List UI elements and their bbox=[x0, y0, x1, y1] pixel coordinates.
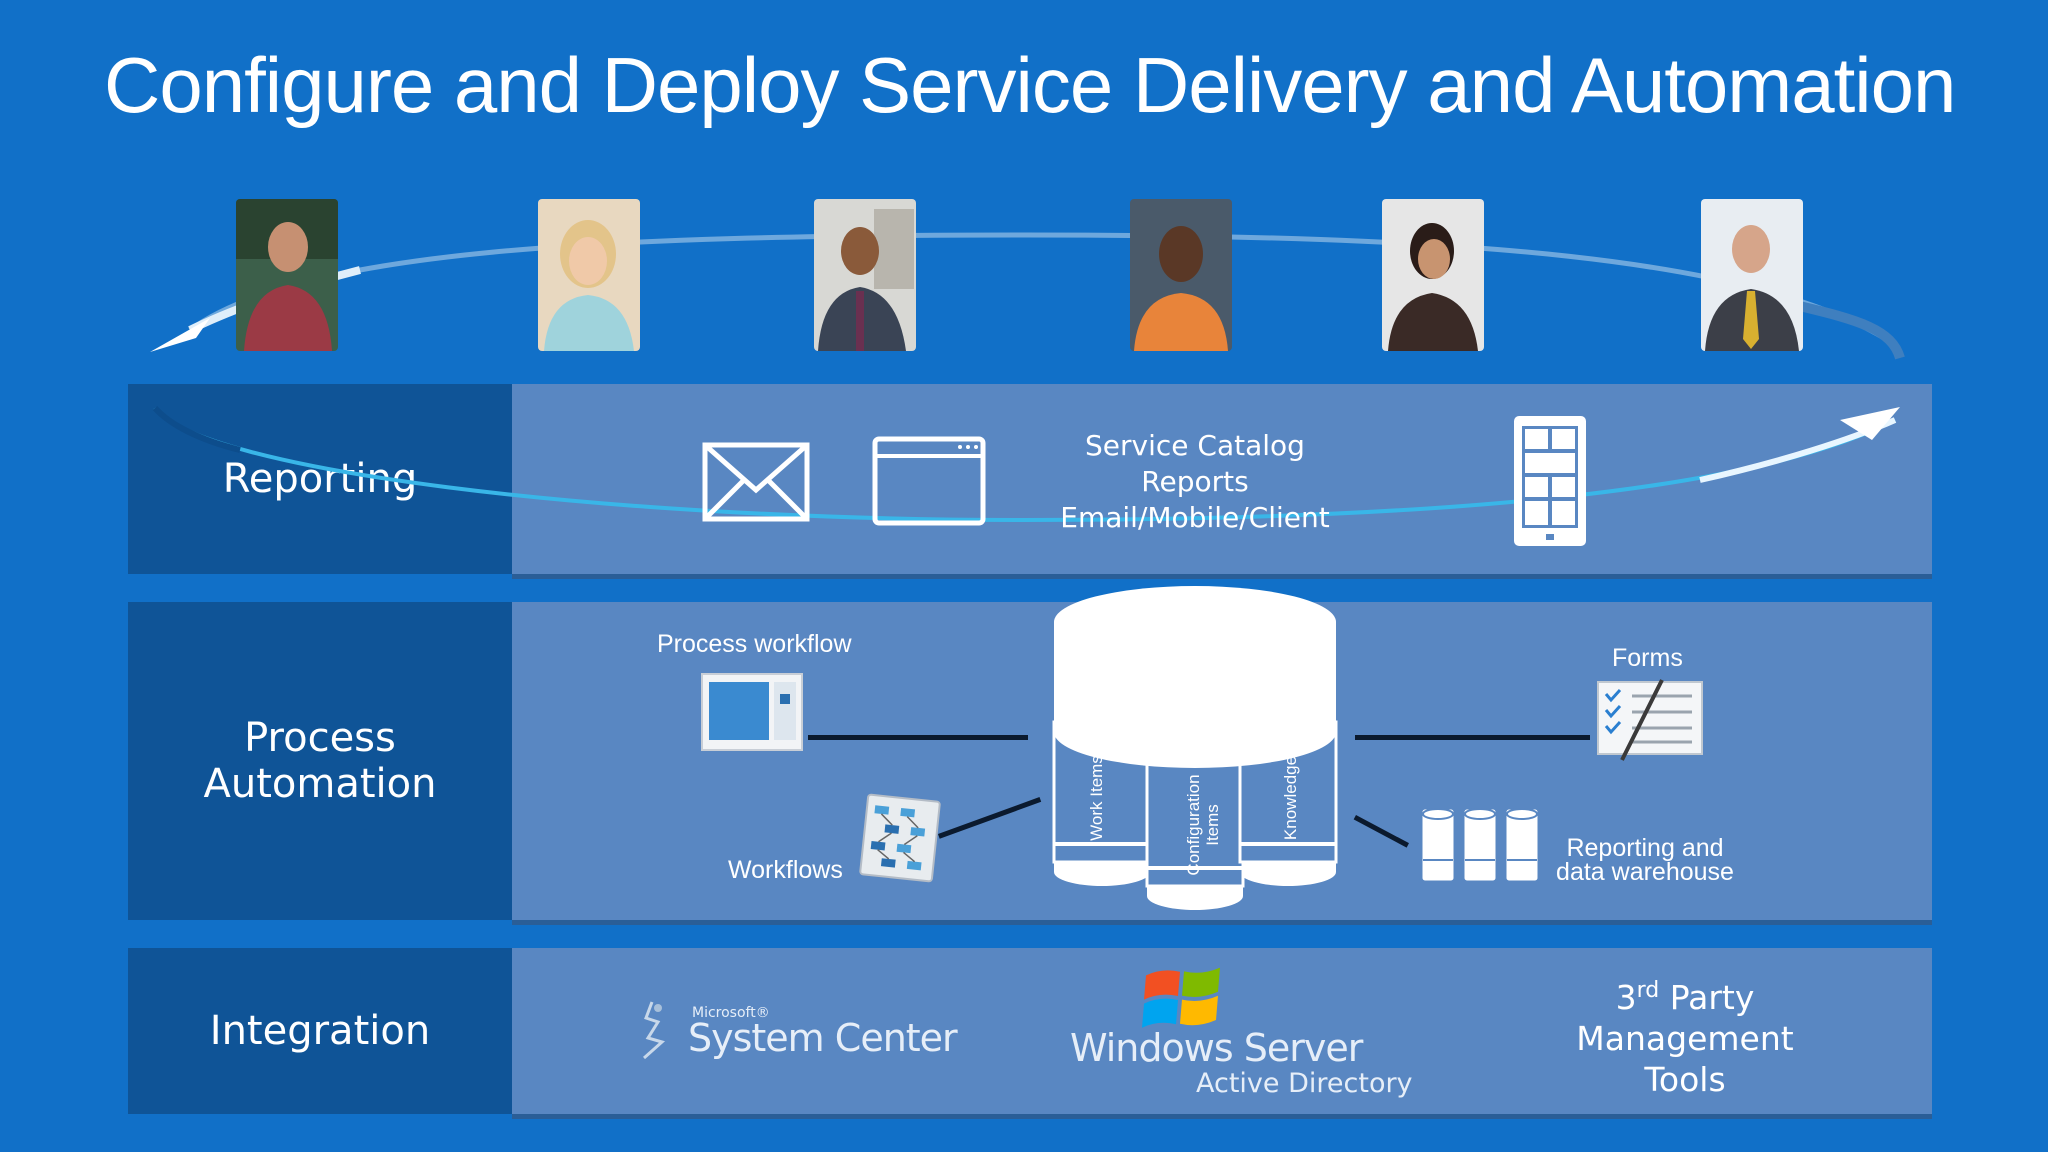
forms-icon bbox=[1597, 679, 1703, 761]
db-label-configuration-items: Configuration Items bbox=[1184, 765, 1222, 885]
row-label-process-text-1: Process bbox=[244, 715, 396, 761]
row-label-process-text-2: Automation bbox=[203, 761, 437, 807]
person-photo-5 bbox=[1382, 199, 1484, 351]
reporting-dw-line-1: Reporting and bbox=[1566, 834, 1724, 862]
row-label-reporting: Reporting bbox=[128, 384, 512, 574]
db-label-work-items: Work Items bbox=[1087, 755, 1106, 841]
third-party-number: 3 bbox=[1615, 978, 1637, 1017]
windows-server-text: Windows Server bbox=[1070, 1026, 1363, 1070]
reporting-dw-line-2: data warehouse bbox=[1556, 858, 1734, 886]
row-label-integration-text: Integration bbox=[209, 1008, 431, 1054]
catalog-line-2: Reports bbox=[1141, 465, 1249, 498]
process-workflow-icon bbox=[701, 673, 803, 751]
third-party-word: Party bbox=[1669, 978, 1755, 1017]
cmdb-database-icon bbox=[1052, 586, 1338, 910]
active-directory-text: Active Directory bbox=[1196, 1068, 1413, 1099]
row-label-integration: Integration bbox=[128, 948, 512, 1114]
data-warehouse-icon bbox=[1419, 806, 1541, 884]
mobile-phone-icon bbox=[1514, 416, 1586, 546]
forms-connector bbox=[1355, 735, 1590, 740]
third-party-sup: rd bbox=[1636, 978, 1660, 1003]
person-photo-2 bbox=[538, 199, 640, 351]
person-photo-3 bbox=[814, 199, 916, 351]
page-title: Configure and Deploy Service Delivery an… bbox=[104, 41, 1956, 129]
workflows-label: Workflows bbox=[728, 856, 843, 884]
arc-arrowhead-left bbox=[150, 318, 210, 352]
db-label-knowledge: Knowledge bbox=[1281, 755, 1300, 841]
person-photo-1 bbox=[236, 199, 338, 351]
service-catalog-text: Service Catalog Reports Email/Mobile/Cli… bbox=[1030, 428, 1360, 536]
process-workflow-connector bbox=[808, 735, 1028, 740]
arc-arrowhead-right bbox=[1840, 407, 1900, 440]
catalog-line-1: Service Catalog bbox=[1085, 429, 1305, 462]
browser-window-icon bbox=[872, 436, 986, 526]
person-photo-6 bbox=[1701, 199, 1803, 351]
integration-band bbox=[512, 948, 1932, 1114]
workflows-icon bbox=[859, 793, 941, 883]
third-party-tools-text: 3rd Party Management Tools bbox=[1560, 970, 1810, 1100]
process-workflow-label: Process workflow bbox=[657, 630, 852, 658]
windows-flag-logo-icon bbox=[1142, 967, 1220, 1028]
envelope-icon bbox=[702, 442, 810, 522]
row-label-process-automation: Process Automation bbox=[128, 602, 512, 920]
lifecycle-arc-front bbox=[152, 405, 1900, 523]
catalog-line-3: Email/Mobile/Client bbox=[1060, 501, 1330, 534]
db-label-items: Items bbox=[1203, 804, 1222, 846]
reporting-dw-label: Reporting and data warehouse bbox=[1550, 834, 1740, 886]
forms-label: Forms bbox=[1612, 644, 1683, 672]
system-center-logo-icon bbox=[643, 1001, 666, 1060]
db-label-configuration: Configuration bbox=[1184, 774, 1203, 876]
third-party-line-3: Tools bbox=[1644, 1060, 1726, 1099]
system-center-small: Microsoft® bbox=[692, 1005, 770, 1021]
third-party-line-1: 3rd Party bbox=[1560, 970, 1810, 1018]
person-photo-4 bbox=[1130, 199, 1232, 351]
third-party-line-2: Management bbox=[1576, 1019, 1794, 1058]
system-center-text: System Center bbox=[688, 1016, 958, 1060]
